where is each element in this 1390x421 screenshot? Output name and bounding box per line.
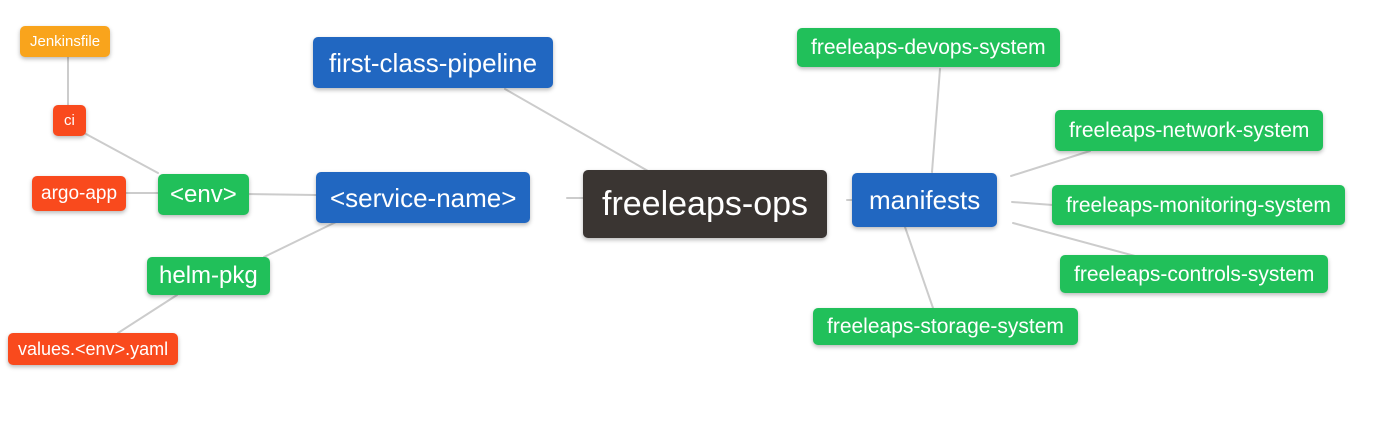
edge-manifests-controls-system: [1012, 222, 1136, 257]
edge-manifests-monitoring-system: [1011, 201, 1054, 206]
edge-values-helm-pkg: [117, 294, 178, 334]
node-freeleaps-ops[interactable]: freeleaps-ops: [583, 170, 828, 238]
node-ci[interactable]: ci: [53, 105, 86, 136]
node-values-env-yaml[interactable]: values.<env>.yaml: [8, 333, 179, 365]
edge-helm-pkg-service-name: [263, 221, 337, 258]
node-freeleaps-controls-system[interactable]: freeleaps-controls-system: [1060, 255, 1329, 293]
edge-first-class-pipeline-ops: [504, 88, 649, 172]
node-freeleaps-network-system[interactable]: freeleaps-network-system: [1055, 110, 1324, 151]
node-service-name[interactable]: <service-name>: [316, 172, 531, 223]
edge-ci-env: [85, 133, 159, 174]
edge-env-service-name: [243, 193, 317, 196]
node-argo-app[interactable]: argo-app: [32, 176, 127, 211]
node-first-class-pipeline[interactable]: first-class-pipeline: [313, 37, 554, 88]
node-env[interactable]: <env>: [158, 174, 249, 215]
edge-manifests-network-system: [1010, 150, 1091, 177]
node-freeleaps-monitoring-system[interactable]: freeleaps-monitoring-system: [1052, 185, 1345, 225]
node-manifests[interactable]: manifests: [852, 173, 998, 227]
edge-manifests-storage-system: [904, 226, 934, 309]
node-freeleaps-storage-system[interactable]: freeleaps-storage-system: [813, 308, 1078, 345]
node-helm-pkg[interactable]: helm-pkg: [147, 257, 270, 295]
edge-manifests-devops-system: [931, 68, 941, 173]
node-jenkinsfile[interactable]: Jenkinsfile: [20, 26, 111, 57]
node-freeleaps-devops-system[interactable]: freeleaps-devops-system: [797, 28, 1060, 67]
